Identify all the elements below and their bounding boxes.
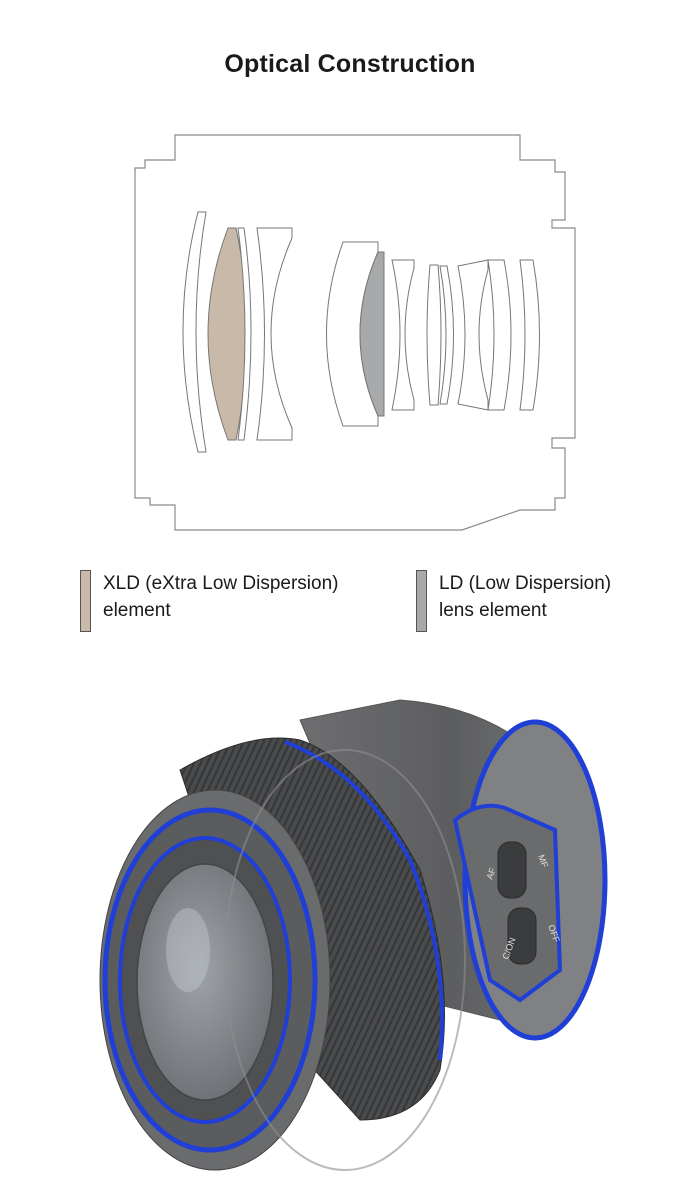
lens-element-7 <box>391 259 415 411</box>
lens-element-8 <box>426 264 442 406</box>
lens-element-12 <box>519 259 540 411</box>
focus-ring-edge-highlight <box>284 740 444 1061</box>
af-mf-switch[interactable] <box>497 841 527 899</box>
switch-label-af: AF <box>484 866 498 881</box>
lens-element-10 <box>457 259 489 411</box>
front-glass <box>136 863 274 1101</box>
lens-element-1 <box>182 211 207 453</box>
mount-ring-highlight <box>462 719 608 1041</box>
legend-item-ld: LD (Low Dispersion) lens element <box>416 570 611 632</box>
vc-switch[interactable] <box>507 907 537 965</box>
lens-element-4 <box>256 227 293 441</box>
lens-element-11 <box>487 259 512 411</box>
optical-construction-diagram <box>134 134 576 531</box>
lens-barrel-outline <box>134 134 576 531</box>
legend-ld-line2: lens element <box>439 600 547 621</box>
legend: XLD (eXtra Low Dispersion) element LD (L… <box>0 570 700 640</box>
lens-element-3 <box>237 227 252 441</box>
ld-swatch <box>416 570 427 632</box>
lens-element-9 <box>439 265 454 405</box>
internal-element-arc <box>224 749 466 1171</box>
legend-item-xld: XLD (eXtra Low Dispersion) element <box>80 570 338 632</box>
switch-label-mf: MF <box>536 853 550 869</box>
xld-swatch <box>80 570 91 632</box>
lens-illustration: AF MF C/ON OFF <box>99 699 608 1171</box>
legend-xld-line2: element <box>103 600 171 621</box>
legend-ld-line1: LD (Low Dispersion) <box>439 573 612 594</box>
lens-element-ld <box>359 251 385 417</box>
legend-xld-line1: XLD (eXtra Low Dispersion) <box>103 573 339 594</box>
front-glass-reflection <box>166 908 210 992</box>
page-title: Optical Construction <box>224 50 476 78</box>
